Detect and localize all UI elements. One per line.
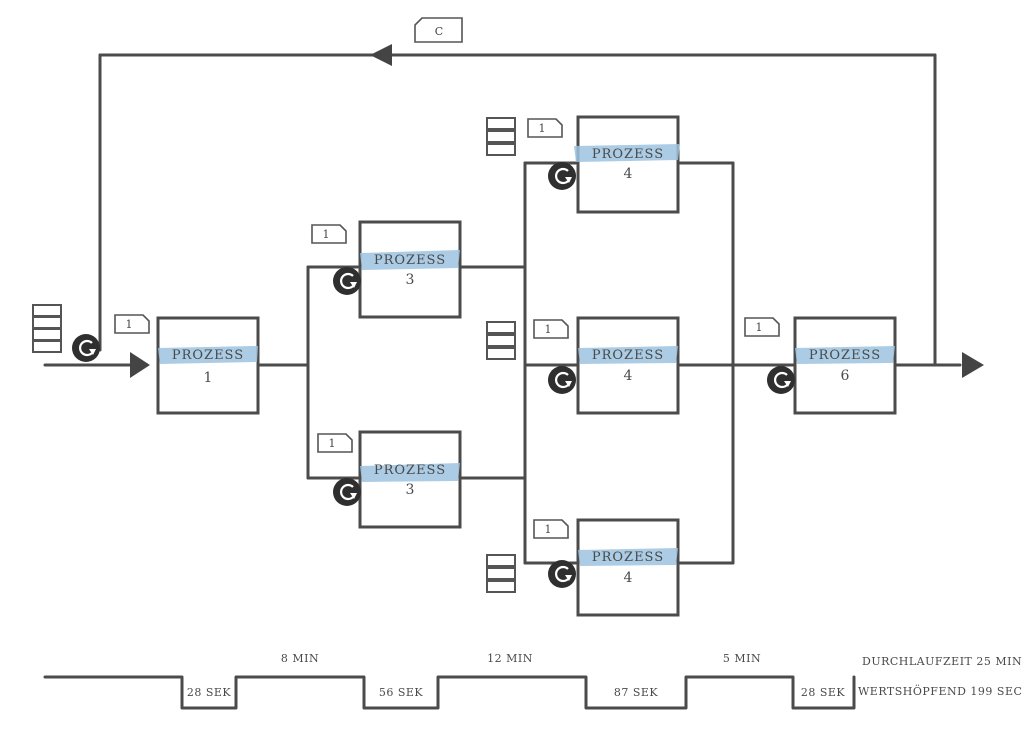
wait-time: 12 MIN <box>487 652 533 665</box>
push-arrow-icon <box>767 366 795 394</box>
wait-time: 8 MIN <box>281 652 319 665</box>
process-number: 4 <box>624 368 633 384</box>
process-title: PROZESS <box>374 253 446 268</box>
process-title: PROZESS <box>592 348 664 363</box>
timeline: 8 MIN 12 MIN 5 MIN 28 SEK 56 SEK 87 SEK … <box>43 652 1022 710</box>
process-time: 28 SEK <box>187 686 232 699</box>
feedback-label: C <box>435 25 443 38</box>
batch-card-icon: 1 <box>311 224 347 244</box>
push-arrow-icon <box>333 478 361 506</box>
lead-time-summary: DURCHLAUFZEIT 25 MIN <box>862 655 1022 668</box>
feedback-label-card: C <box>414 17 463 43</box>
batch-card-icon: 1 <box>317 433 353 453</box>
process-number: 4 <box>624 166 633 182</box>
flow-lines <box>43 53 962 565</box>
process-number: 4 <box>624 570 633 586</box>
flow-arrow-icon <box>130 352 150 378</box>
process-time: 28 SEK <box>801 686 846 699</box>
batch-card-icon: 1 <box>527 118 563 138</box>
inventory-stack-icon <box>486 321 516 360</box>
process-time: 56 SEK <box>379 686 424 699</box>
batch-card-icon: 1 <box>533 519 569 539</box>
feedback-arrow-icon <box>370 44 392 66</box>
process-title: PROZESS <box>172 348 244 363</box>
push-arrow-icon <box>548 162 576 190</box>
svg-text:1: 1 <box>756 321 763 334</box>
process-box-4a: PROZESS 4 <box>574 115 680 214</box>
process-box-3b: PROZESS 3 <box>358 430 462 529</box>
process-title: PROZESS <box>592 147 664 162</box>
push-arrow-icon <box>548 560 576 588</box>
svg-text:1: 1 <box>539 122 546 135</box>
svg-text:1: 1 <box>323 228 330 241</box>
process-box-3a: PROZESS 3 <box>358 220 462 319</box>
inventory-stack-icon <box>486 117 516 156</box>
process-title: PROZESS <box>592 550 664 565</box>
wait-time: 5 MIN <box>723 652 761 665</box>
process-box-4b: PROZESS 4 <box>576 316 680 415</box>
process-number: 3 <box>406 272 415 288</box>
push-arrow-icon <box>333 267 361 295</box>
svg-text:1: 1 <box>545 323 552 336</box>
svg-text:1: 1 <box>126 318 133 331</box>
inventory-stack-icon <box>486 554 516 593</box>
process-number: 6 <box>841 368 850 384</box>
process-number: 1 <box>204 370 213 386</box>
process-box-4c: PROZESS 4 <box>576 518 680 617</box>
process-box-1: PROZESS 1 <box>156 316 260 415</box>
push-arrow-icon <box>72 334 100 362</box>
process-time: 87 SEK <box>614 686 659 699</box>
flow-arrow-icon <box>962 352 984 378</box>
batch-card-icon: 1 <box>114 314 150 334</box>
process-title: PROZESS <box>374 463 446 478</box>
process-box-6: PROZESS 6 <box>793 316 897 415</box>
svg-text:1: 1 <box>329 437 336 450</box>
value-add-summary: WERTSHÖPFEND 199 SEC <box>858 684 1022 698</box>
push-arrow-icon <box>548 366 576 394</box>
inventory-stack-icon <box>32 304 62 353</box>
batch-card-icon: 1 <box>533 319 569 339</box>
process-number: 3 <box>406 482 415 498</box>
process-title: PROZESS <box>809 348 881 363</box>
svg-text:1: 1 <box>545 523 552 536</box>
batch-card-icon: 1 <box>744 317 780 337</box>
